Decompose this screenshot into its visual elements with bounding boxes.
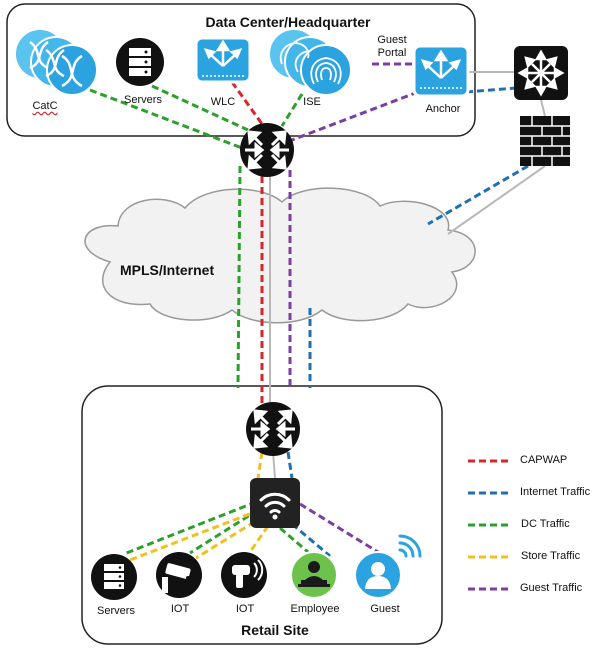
hq-servers-icon[interactable]: [116, 38, 164, 86]
guest-wifi-icon: [398, 534, 422, 558]
guest-anchor-router: [291, 90, 419, 142]
employee-icon[interactable]: [290, 551, 338, 599]
catc-label: CatC: [32, 100, 58, 112]
guest-label: Guest: [370, 603, 400, 615]
wlc-label: WLC: [210, 96, 236, 108]
dc-ap-employee: [279, 526, 309, 554]
dc-ap-servers: [123, 500, 257, 556]
store-ap-servers: [129, 508, 261, 562]
ise-fingerprint-icon[interactable]: [268, 28, 352, 96]
dc-servers-router: [151, 84, 249, 132]
retail-servers-label: Servers: [97, 605, 135, 617]
dc-catc-router: [89, 88, 243, 150]
legend: [468, 459, 508, 591]
link-firewall-cloud: [447, 165, 546, 235]
retail-servers-icon[interactable]: [91, 554, 137, 600]
internet-anchor-switch: [465, 86, 517, 94]
access-point-icon[interactable]: [250, 478, 300, 528]
dc-ap-iot-camera: [189, 508, 259, 555]
guest-ap-guest: [299, 502, 379, 554]
anchor-label: Anchor: [425, 103, 461, 115]
catc-dna-icon[interactable]: [14, 28, 98, 96]
dc-ise-router: [280, 93, 304, 127]
store-ap-iot-scanner: [248, 525, 270, 553]
anchor-controller-icon[interactable]: [412, 44, 470, 98]
legend-label-store: Store Traffic: [521, 550, 581, 562]
guest-portal-label-line2: Portal: [377, 47, 407, 59]
legend-label-guest: Guest Traffic: [520, 582, 583, 594]
firewall-icon[interactable]: [520, 116, 570, 166]
guest-icon[interactable]: [354, 551, 402, 599]
iot-camera-icon[interactable]: [156, 552, 202, 598]
employee-label: Employee: [290, 603, 340, 615]
iot-camera-label: IOT: [170, 603, 190, 615]
hq-title: Data Center/Headquarter: [205, 14, 371, 30]
link-switch-firewall: [540, 99, 546, 117]
iot-scanner-icon[interactable]: [221, 552, 267, 598]
hq-servers-label: Servers: [124, 94, 162, 106]
capwap-wlc-router: [230, 81, 264, 125]
legend-label-internet: Internet Traffic: [520, 486, 591, 498]
iot-scanner-label: IOT: [235, 603, 255, 615]
wlc-icon[interactable]: [194, 36, 252, 84]
hq-router-icon[interactable]: [238, 121, 296, 179]
internet-ap-employee: [291, 522, 331, 558]
mpls-internet-cloud: [84, 187, 476, 324]
internet-firewall-cloud: [427, 164, 529, 226]
switch-icon[interactable]: [514, 46, 568, 100]
store-router-ap: [256, 451, 264, 479]
legend-label-capwap: CAPWAP: [520, 454, 568, 466]
cloud-label: MPLS/Internet: [120, 262, 215, 278]
retail-router-icon[interactable]: [244, 400, 302, 458]
ise-label: ISE: [303, 96, 321, 108]
link-retail-router-ap: [272, 451, 276, 479]
guest-portal-label-line1: Guest: [377, 34, 407, 46]
dc-router-retail: [236, 165, 242, 389]
legend-label-dc: DC Traffic: [521, 518, 570, 530]
internet-router-ap: [286, 451, 294, 479]
retail-title: Retail Site: [241, 622, 309, 638]
